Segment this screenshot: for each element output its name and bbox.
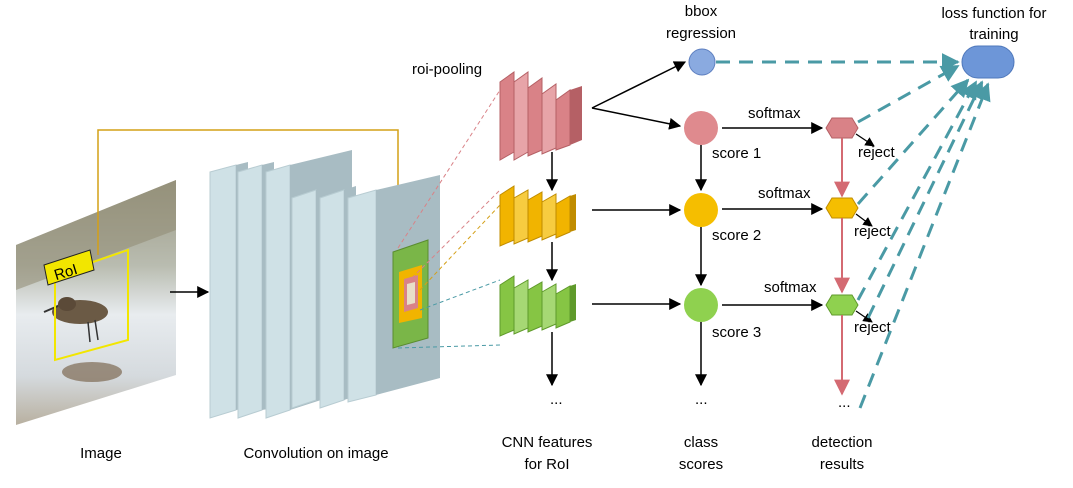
- detection-1-node: [825, 117, 859, 139]
- softmax-arrows: [722, 122, 824, 311]
- bbox-regression-node: [688, 48, 716, 76]
- cnn-features-caption-line1: CNN features: [502, 434, 593, 451]
- pooled-features-green: [499, 275, 576, 337]
- roi-pooling-projection-lines: [397, 89, 501, 349]
- loss-function-node: [961, 45, 1015, 79]
- roi-label: RoI: [43, 249, 95, 286]
- score-1-node: [684, 111, 718, 145]
- softmax-label-2: softmax: [758, 185, 811, 202]
- detection-ellipsis: ...: [838, 394, 851, 411]
- score-3-node: [684, 288, 718, 322]
- bbox-label-line2: regression: [666, 25, 736, 42]
- loss-dashed-lines: [716, 53, 991, 409]
- convolution-caption: Convolution on image: [243, 445, 388, 462]
- detection-results-caption-line2: results: [820, 456, 864, 473]
- reject-label-1: reject: [858, 144, 896, 161]
- score-2-node: [684, 193, 718, 227]
- detection-3-node: [825, 294, 859, 316]
- score-3-label: score 3: [712, 324, 761, 341]
- conv-block-2: [291, 175, 440, 409]
- softmax-label-1: softmax: [748, 105, 801, 122]
- score-1-label: score 1: [712, 145, 761, 162]
- bbox-label-line1: bbox: [685, 3, 718, 20]
- roi-pooling-label: roi-pooling: [412, 61, 482, 78]
- softmax-label-3: softmax: [764, 279, 817, 296]
- reject-label-3: reject: [854, 319, 892, 336]
- score-ellipsis: ...: [695, 391, 708, 408]
- image-caption: Image: [80, 445, 122, 462]
- pooled-features-yellow: [499, 185, 576, 247]
- feature-ellipsis: ...: [550, 391, 563, 408]
- pooled-features-pink: [499, 71, 582, 161]
- feature-map-roi: [392, 239, 429, 349]
- detection-results-caption-line1: detection: [812, 434, 873, 451]
- loss-label-line1: loss function for: [941, 5, 1046, 22]
- class-scores-caption-line2: scores: [679, 456, 723, 473]
- reject-label-2: reject: [854, 223, 892, 240]
- svg-text:RoI: RoI: [52, 261, 79, 284]
- feature-to-score-arrows: [591, 61, 687, 310]
- cnn-features-caption-line2: for RoI: [524, 456, 569, 473]
- reject-arrows: [855, 133, 875, 323]
- loss-label-line2: training: [969, 26, 1018, 43]
- input-image: [16, 180, 176, 425]
- score-2-label: score 2: [712, 227, 761, 244]
- conv-layers: [209, 150, 440, 419]
- detection-2-node: [825, 197, 859, 219]
- class-scores-caption-line1: class: [684, 434, 718, 451]
